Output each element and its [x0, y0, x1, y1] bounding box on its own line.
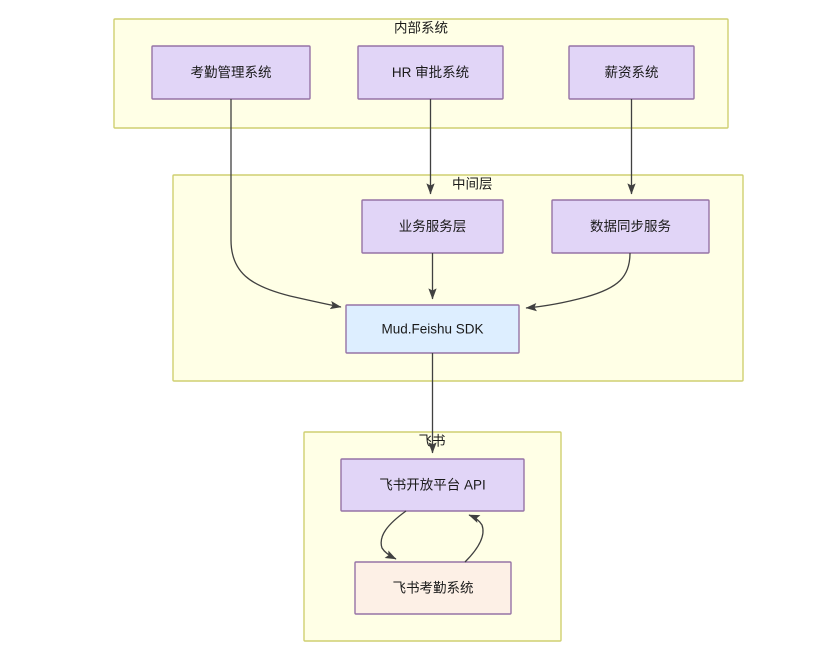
node-hr-approval-label: HR 审批系统	[392, 65, 469, 80]
node-feishu-attendance[interactable]	[354, 561, 512, 615]
node-sdk-label: Mud.Feishu SDK	[381, 322, 483, 337]
node-business-service-label: 业务服务层	[399, 219, 467, 234]
cluster-middleware-label: 中间层	[452, 177, 493, 192]
node-open-api[interactable]	[340, 458, 525, 512]
node-feishu-attendance-label: 飞书考勤系统	[393, 581, 474, 596]
edge-attendance-mgmt-to-sdk	[230, 99, 342, 310]
cluster-internal-label: 内部系统	[394, 21, 448, 36]
node-data-sync-label: 数据同步服务	[590, 219, 671, 234]
edge-feishu-attendance-to-open-api	[464, 514, 484, 563]
node-attendance-mgmt-label: 考勤管理系统	[191, 65, 272, 80]
node-payroll-label: 薪资系统	[605, 65, 659, 80]
edge-open-api-to-feishu-attendance	[380, 510, 407, 560]
node-open-api-label: 飞书开放平台 API	[379, 478, 486, 493]
edge-data-sync-to-sdk	[525, 252, 631, 312]
